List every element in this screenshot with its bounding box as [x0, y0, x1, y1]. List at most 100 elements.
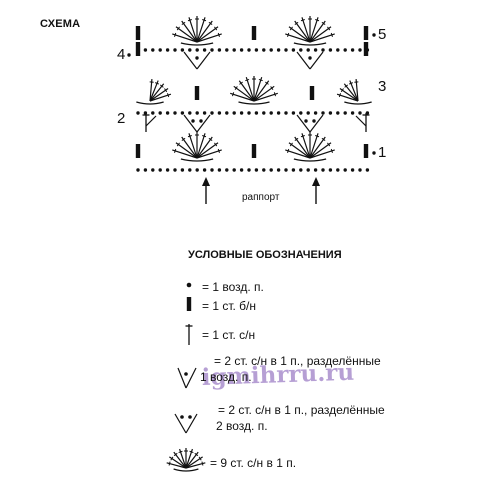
- fan-ray: [301, 17, 311, 43]
- chain-stitch-dot: [291, 168, 296, 172]
- fan-ray-crossbar: [181, 21, 186, 25]
- v-stitch-left-post: [183, 114, 198, 133]
- fan-ray: [309, 149, 335, 159]
- fan-ray-crossbar: [170, 456, 174, 461]
- fan-base-arc: [238, 101, 270, 105]
- fan-ray-crossbar: [217, 148, 220, 153]
- chain-stitch-dot: [232, 48, 236, 52]
- fan-ray: [172, 149, 198, 159]
- chain-stitch-dot: [306, 111, 310, 115]
- fan-ray-crossbar: [208, 21, 213, 25]
- fan-ray-crossbar: [273, 92, 277, 97]
- legend-text-shell: = 9 ст. с/н в 1 п.: [210, 456, 297, 470]
- fan-ray-crossbar: [300, 19, 305, 22]
- fan-ray: [196, 149, 222, 159]
- chain-stitch-dot: [284, 48, 288, 52]
- fan-ray: [196, 133, 206, 159]
- chain-stitch-dot: [136, 168, 140, 172]
- row-5-shells: [172, 16, 335, 46]
- fan-ray-crossbar: [330, 148, 333, 153]
- single-crochet-bar: [194, 86, 200, 100]
- row-5-single-crochets: [135, 26, 369, 40]
- chain-stitch-dot: [269, 168, 273, 172]
- fan-ray-crossbar: [214, 26, 218, 31]
- edge-diagonal: [355, 115, 367, 127]
- chain-stitch-dot: [195, 111, 199, 115]
- row-number-4: 4: [117, 46, 126, 63]
- fan-ray-crossbar: [202, 135, 207, 138]
- fan-ray: [196, 136, 213, 159]
- chain-stitch-dot: [173, 111, 177, 115]
- fan-ray-crossbar: [181, 137, 186, 141]
- fan-ray-crossbar: [217, 32, 220, 37]
- row-2-edge-posts: [142, 113, 370, 132]
- chain-stitch-dot: [306, 168, 310, 172]
- legend-symbols: [166, 282, 206, 472]
- legend-text-v-stitch-1-line2: 1 возд. п.: [200, 370, 252, 384]
- fan-ray-crossbar: [187, 135, 192, 138]
- chain-stitch-dot: [173, 168, 177, 172]
- v-stitch-left-post: [296, 51, 311, 70]
- fan-ray: [339, 87, 359, 102]
- chain-stitch-dot: [180, 111, 185, 115]
- fan-ray-crossbar: [344, 84, 349, 88]
- fan-ray-crossbar: [287, 32, 290, 37]
- single-crochet-bar: [251, 144, 257, 158]
- fan-ray: [253, 92, 278, 102]
- fan-ray-crossbar: [300, 135, 305, 138]
- v-stitch-right-post: [196, 114, 211, 133]
- legend-text-single-crochet: = 1 ст. б/н: [202, 299, 257, 313]
- legend-text-v-stitch-2-line1: = 2 ст. с/н в 1 п., разделённые: [218, 403, 385, 417]
- fan-base-arc: [293, 158, 327, 162]
- chain-stitch-dot: [210, 111, 214, 115]
- single-crochet-bar: [251, 26, 257, 40]
- legend-v1-left: [177, 367, 187, 389]
- fan-ray: [172, 33, 198, 43]
- chain-stitch-dot: [313, 111, 318, 115]
- chain-stitch-dot: [336, 111, 340, 115]
- row-1-shells: [172, 132, 335, 162]
- chain-stitch-dot: [202, 168, 207, 172]
- fan-base-arc: [173, 468, 199, 472]
- chain-stitch-dot: [284, 111, 288, 115]
- fan-ray: [188, 17, 198, 43]
- chain-stitch-dot: [143, 168, 148, 172]
- fan-ray: [336, 93, 359, 102]
- v-stitch-right-post: [196, 51, 211, 70]
- legend-text-v-stitch-2-line2: 2 возд. п.: [216, 419, 268, 433]
- fan-ray: [309, 142, 332, 159]
- foundation-chain-row: [136, 168, 370, 172]
- fan-ray: [294, 20, 311, 43]
- chain-stitch-dot: [276, 168, 281, 172]
- v-stitch-left-post: [296, 114, 311, 133]
- repeat-arrows: [202, 177, 320, 204]
- fan-ray: [245, 77, 255, 102]
- legend-v2-left: [174, 413, 187, 434]
- chain-stitch-dot: [217, 168, 222, 172]
- fan-base-arc: [136, 101, 164, 105]
- chain-stitch-dot: [365, 168, 370, 172]
- fan-ray: [149, 80, 159, 102]
- chain-stitch-dot: [343, 48, 347, 52]
- legend-text-double-crochet: = 1 ст. с/н: [202, 328, 256, 342]
- fan-ray-crossbar: [176, 26, 180, 31]
- row-4-edge-bars: [135, 42, 369, 56]
- fan-base-arc: [293, 42, 327, 46]
- fan-ray-crossbar: [178, 450, 183, 454]
- chain-stitch-dot: [210, 168, 214, 172]
- chain-stitch-dot: [343, 111, 347, 115]
- fan-ray: [253, 80, 270, 102]
- fan-ray: [288, 26, 311, 43]
- fan-ray-crossbar: [231, 92, 235, 97]
- chain-stitch-dot: [313, 168, 318, 172]
- chain-stitch-dot: [225, 111, 229, 115]
- fan-ray-crossbar: [289, 26, 293, 31]
- chain-stitch-dot: [188, 111, 192, 115]
- chain-stitch-dot: [239, 168, 244, 172]
- chain-stitch-dot: [151, 111, 155, 115]
- single-crochet-bar: [135, 26, 141, 40]
- chain-stitch-dot: [247, 111, 251, 115]
- fan-ray: [175, 142, 198, 159]
